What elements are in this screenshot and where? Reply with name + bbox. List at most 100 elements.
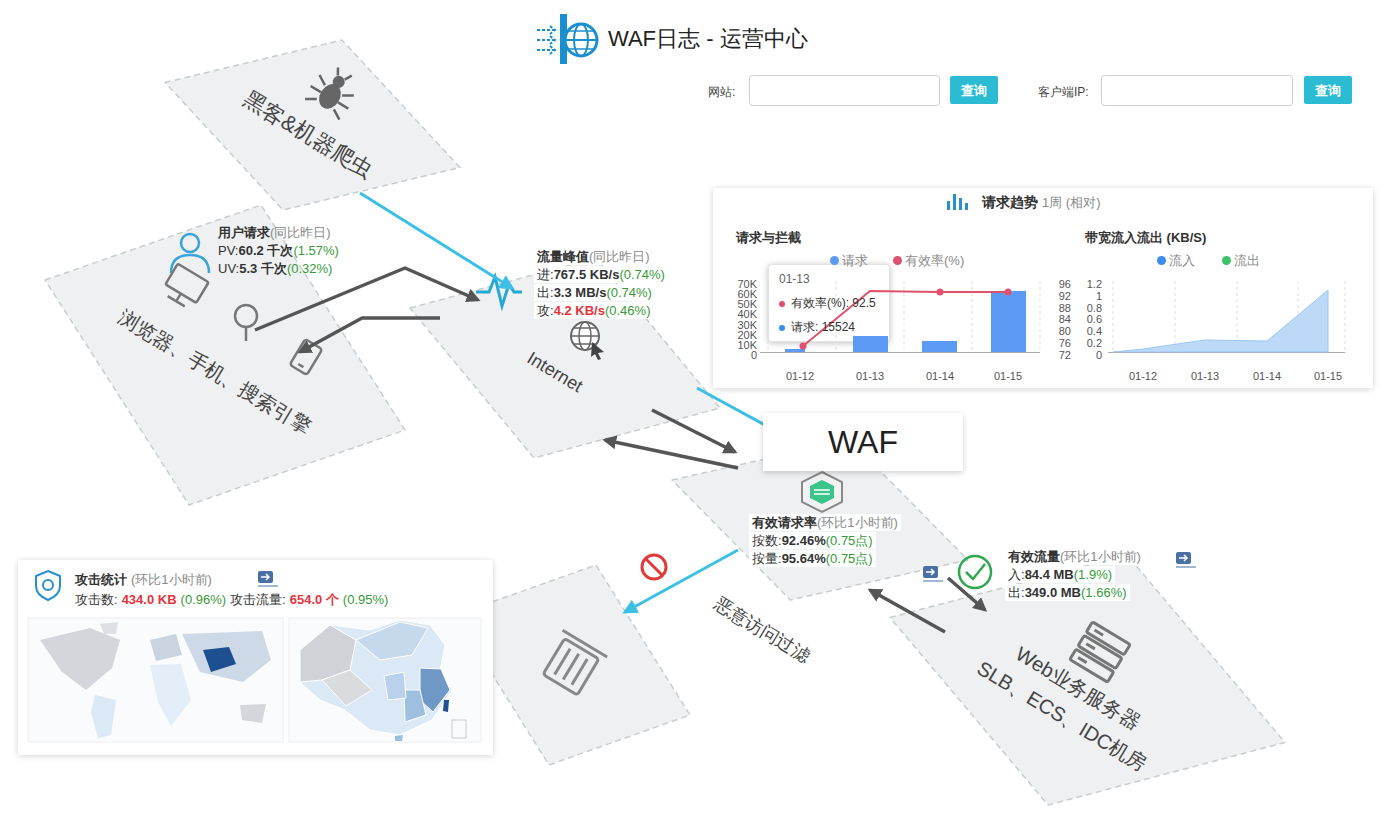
label-text: 4.2 KB/s xyxy=(554,303,605,318)
stat-line: 92 xyxy=(1059,287,1071,304)
node-text: 有效率(%): 92.5 xyxy=(791,296,876,310)
label-text: 1 xyxy=(1096,290,1102,302)
attack-icon xyxy=(36,571,60,600)
link-icon xyxy=(261,574,269,580)
node-text: 查询 xyxy=(961,83,987,98)
search-input xyxy=(750,76,940,106)
link-icon xyxy=(1176,552,1191,564)
stat-panel: 请求趋势1周 (相对)01-13有效率(%): 92.5请求: 15524 xyxy=(713,188,1373,388)
flow-connector xyxy=(605,440,738,468)
stat-line: 01-13 xyxy=(856,367,884,384)
text-line: 攻击数:434.0 KB(0.96%)攻击流量:654.0 个(0.95%) xyxy=(75,591,388,608)
stat-line: 0.8 xyxy=(1087,299,1102,316)
logo-icon xyxy=(568,30,594,32)
waf-chip-icon xyxy=(802,472,842,512)
label-text: 01-13 xyxy=(856,370,884,382)
world-map xyxy=(28,618,283,742)
stat-line: 01-14 xyxy=(926,367,954,384)
link-icon xyxy=(258,571,273,583)
label-text: 0.4 xyxy=(1087,325,1102,337)
label-text: 有效流量 xyxy=(1008,549,1060,564)
label-text: (同比昨日) xyxy=(270,225,331,240)
legend-label: 请求 xyxy=(842,253,868,268)
search-input xyxy=(750,76,1293,106)
node-text: 攻击统计 xyxy=(75,572,127,587)
label-text: 0.6 xyxy=(1087,313,1102,325)
stat-line: 带宽流入流出 (KB/S) xyxy=(1085,229,1206,246)
check-icon xyxy=(959,556,991,588)
node-text: 1周 (相对) xyxy=(1042,195,1101,210)
stat-line: 76 xyxy=(1059,334,1071,351)
link-icon xyxy=(1176,567,1196,568)
label-text: 请求与拦截 xyxy=(736,230,801,245)
server-icon xyxy=(1070,649,1114,682)
stat-line: 0 xyxy=(751,346,757,363)
text-line: 有效率(%): 92.5 xyxy=(779,294,876,312)
trend-icon xyxy=(947,201,950,210)
label-text: 1.2 xyxy=(1087,278,1102,290)
logo-icon xyxy=(537,14,597,64)
label-text: 0 xyxy=(1096,349,1102,361)
bar-chart xyxy=(760,352,1040,353)
label-text: (0.74%) xyxy=(606,285,652,300)
stat-line: 客户端IP: xyxy=(1038,83,1089,101)
search-icon xyxy=(235,305,257,327)
node-text: 恶意访问过滤 xyxy=(711,594,814,667)
stat-line: 01-12 xyxy=(786,367,814,384)
check-icon xyxy=(959,556,991,588)
stat-line: 进:767.5 KB/s(0.74%) xyxy=(534,266,668,283)
tile-outline xyxy=(45,205,405,505)
label-text: (0.46%) xyxy=(605,303,651,318)
node-text: 攻击数: xyxy=(75,592,118,607)
logo-icon xyxy=(537,36,555,44)
waf-chip-icon xyxy=(814,490,830,494)
waf-chip-icon xyxy=(810,480,834,504)
stat-line: PV:60.2 千次(1.57%) xyxy=(218,242,339,259)
monitor-icon xyxy=(161,264,209,311)
label-text: PV: xyxy=(218,243,238,258)
stat-line: 网站: xyxy=(708,83,735,101)
flow-connector xyxy=(300,318,440,352)
label-text: 0.2 xyxy=(1087,337,1102,349)
trend-icon xyxy=(965,203,968,210)
label-text: 60.2 千次 xyxy=(238,243,293,258)
bar-chart xyxy=(937,289,944,296)
logo-icon xyxy=(568,48,594,50)
label-text: 攻: xyxy=(537,303,554,318)
china-map xyxy=(300,620,452,735)
stat-line: 96 xyxy=(1059,275,1071,292)
china-map xyxy=(395,735,403,741)
china-map xyxy=(322,670,372,706)
logo-icon xyxy=(537,46,555,54)
tile-outline xyxy=(890,555,1285,805)
bar-chart xyxy=(991,291,1026,352)
check-icon xyxy=(966,564,985,579)
node-text: 请求: 15524 xyxy=(791,320,855,334)
node-text: (0.95%) xyxy=(343,592,389,607)
phone-icon xyxy=(298,364,303,367)
bar-chart xyxy=(768,281,769,352)
flow-connector xyxy=(652,410,735,452)
world-map xyxy=(91,695,116,738)
stat-line: 0.6 xyxy=(1087,310,1102,327)
iso-tile: 黑客&机器爬虫 xyxy=(165,40,460,210)
stat-line: 80 xyxy=(1059,322,1071,339)
label-text: 带宽流入流出 (KB/S) xyxy=(1085,230,1206,245)
area-chart xyxy=(1113,281,1114,352)
china-map xyxy=(443,700,449,712)
node-text: (0.96%) xyxy=(181,592,227,607)
label-text: (1.66%) xyxy=(1081,585,1127,600)
globe-icon xyxy=(591,342,604,360)
label-text: 有效请求率 xyxy=(752,515,817,530)
node-text: WAF xyxy=(763,413,963,471)
link-icon xyxy=(923,581,943,582)
stat-line: 流量峰值(同比昨日) xyxy=(534,248,653,265)
search-icon xyxy=(245,327,248,341)
bug-icon xyxy=(303,60,363,120)
tile-outline xyxy=(410,258,720,458)
label-text: 客户端IP: xyxy=(1038,85,1089,99)
link-icon xyxy=(258,586,278,587)
stat-line: 01-15 xyxy=(994,367,1022,384)
server-icon xyxy=(1070,622,1130,682)
stat-line: 1 xyxy=(1096,287,1102,304)
